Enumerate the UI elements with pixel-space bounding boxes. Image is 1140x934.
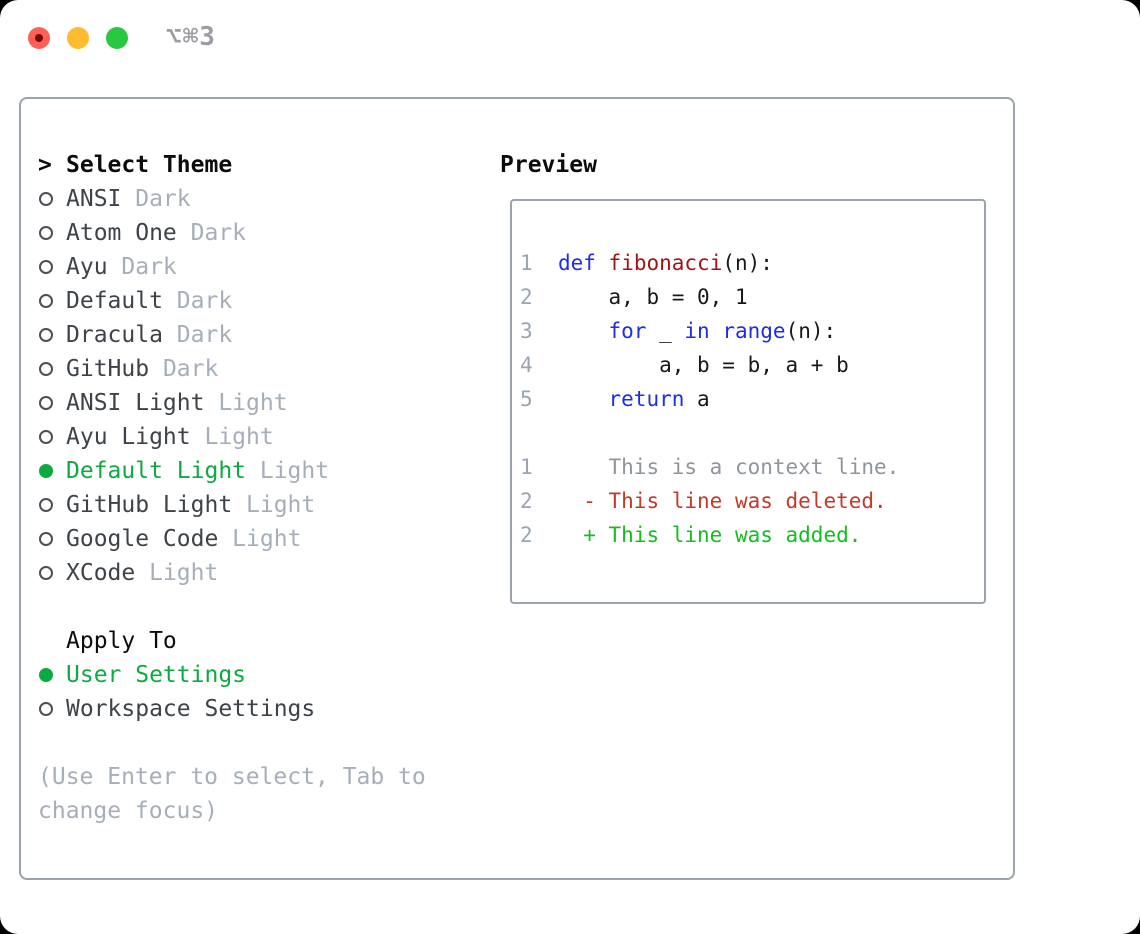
focus-arrow-icon: > (38, 152, 52, 178)
theme-option-atom-one[interactable]: Atom One Dark (38, 216, 426, 250)
theme-variant-label: Light (218, 526, 302, 552)
theme-option-label: ANSI (66, 186, 122, 212)
theme-option-label: Default Light (66, 458, 247, 484)
theme-variant-label: Dark (107, 254, 177, 280)
apply-to-heading: Apply To (66, 628, 177, 654)
radio-unselected-icon (38, 396, 66, 410)
radio-unselected-icon (38, 532, 66, 546)
theme-variant-label: Light (204, 390, 288, 416)
theme-variant-label: Light (190, 424, 274, 450)
radio-unselected-icon (38, 328, 66, 342)
window-title-shortcut: ⌥⌘3 (166, 22, 216, 52)
radio-selected-icon (38, 464, 66, 478)
theme-option-label: GitHub (66, 356, 150, 382)
spacer-row (38, 726, 426, 760)
radio-unselected-icon (38, 362, 66, 376)
theme-option-label: XCode (66, 560, 136, 586)
theme-variant-label: Dark (176, 220, 247, 246)
theme-option-github-light[interactable]: GitHub Light Light (38, 488, 426, 522)
minimize-button[interactable] (67, 27, 89, 49)
theme-option-dracula[interactable]: Dracula Dark (38, 318, 426, 352)
diff-context-line: 1 This is a context line. (520, 455, 900, 479)
radio-unselected-icon (38, 430, 66, 444)
theme-option-default[interactable]: Default Dark (38, 284, 426, 318)
theme-option-label: Atom One (66, 220, 177, 246)
diff-deleted-line: 2 - This line was deleted. (520, 489, 887, 513)
preview-heading: Preview (500, 152, 597, 178)
blank-line (520, 416, 899, 450)
hint-text-line-1: (Use Enter to select, Tab to (38, 764, 426, 790)
apply-option-user-settings[interactable]: User Settings (38, 658, 426, 692)
theme-variant-label: Light (232, 492, 316, 518)
theme-option-ayu-light[interactable]: Ayu Light Light (38, 420, 426, 454)
code-line-4: 4 a, b = b, a + b (520, 353, 849, 377)
theme-option-github[interactable]: GitHub Dark (38, 352, 426, 386)
theme-option-google-code[interactable]: Google Code Light (38, 522, 426, 556)
theme-option-default-light[interactable]: Default Light Light (38, 454, 426, 488)
theme-option-label: Ayu (66, 254, 108, 280)
radio-unselected-icon (38, 260, 66, 274)
apply-option-label: User Settings (66, 662, 247, 688)
theme-variant-label: Dark (121, 186, 191, 212)
spacer-row (38, 590, 426, 624)
hint-text-line-2: change focus) (38, 798, 219, 824)
code-line-1: 1 def fibonacci(n): (520, 251, 773, 275)
select-theme-heading-row: > Select Theme (38, 148, 426, 182)
theme-option-label: ANSI Light (66, 390, 205, 416)
radio-unselected-icon (38, 226, 66, 240)
theme-option-label: Google Code (66, 526, 219, 552)
radio-selected-icon (38, 668, 66, 682)
apply-option-workspace-settings[interactable]: Workspace Settings (38, 692, 426, 726)
radio-unselected-icon (38, 566, 66, 580)
code-line-3: 3 for _ in range(n): (520, 319, 837, 343)
theme-variant-label: Dark (162, 288, 233, 314)
theme-variant-label: Light (246, 458, 330, 484)
radio-unselected-icon (38, 294, 66, 308)
diff-added-line: 2 + This line was added. (520, 523, 862, 547)
theme-option-xcode[interactable]: XCode Light (38, 556, 426, 590)
apply-option-label: Workspace Settings (66, 696, 316, 722)
code-line-2: 2 a, b = 0, 1 (520, 285, 748, 309)
close-button-dot-icon (35, 34, 43, 42)
theme-variant-label: Dark (162, 322, 233, 348)
zoom-button[interactable] (106, 27, 128, 49)
theme-option-label: Default (66, 288, 163, 314)
theme-option-label: GitHub Light (66, 492, 233, 518)
theme-variant-label: Dark (149, 356, 219, 382)
theme-option-label: Ayu Light (66, 424, 191, 450)
theme-option-label: Dracula (66, 322, 163, 348)
radio-unselected-icon (38, 498, 66, 512)
apply-to-heading-row: Apply To (38, 624, 426, 658)
preview-box: 1 def fibonacci(n): 2 a, b = 0, 1 3 for _ … (510, 199, 986, 604)
theme-option-ansi[interactable]: ANSI Dark (38, 182, 426, 216)
radio-unselected-icon (38, 702, 66, 716)
radio-unselected-icon (38, 192, 66, 206)
select-theme-heading: Select Theme (66, 152, 233, 178)
theme-variant-label: Light (135, 560, 219, 586)
theme-option-ayu[interactable]: Ayu Dark (38, 250, 426, 284)
preview-code-block: 1 def fibonacci(n): 2 a, b = 0, 1 3 for _ … (520, 246, 899, 552)
theme-option-ansi-light[interactable]: ANSI Light Light (38, 386, 426, 420)
close-button[interactable] (28, 27, 50, 49)
code-line-5: 5 return a (520, 387, 710, 411)
